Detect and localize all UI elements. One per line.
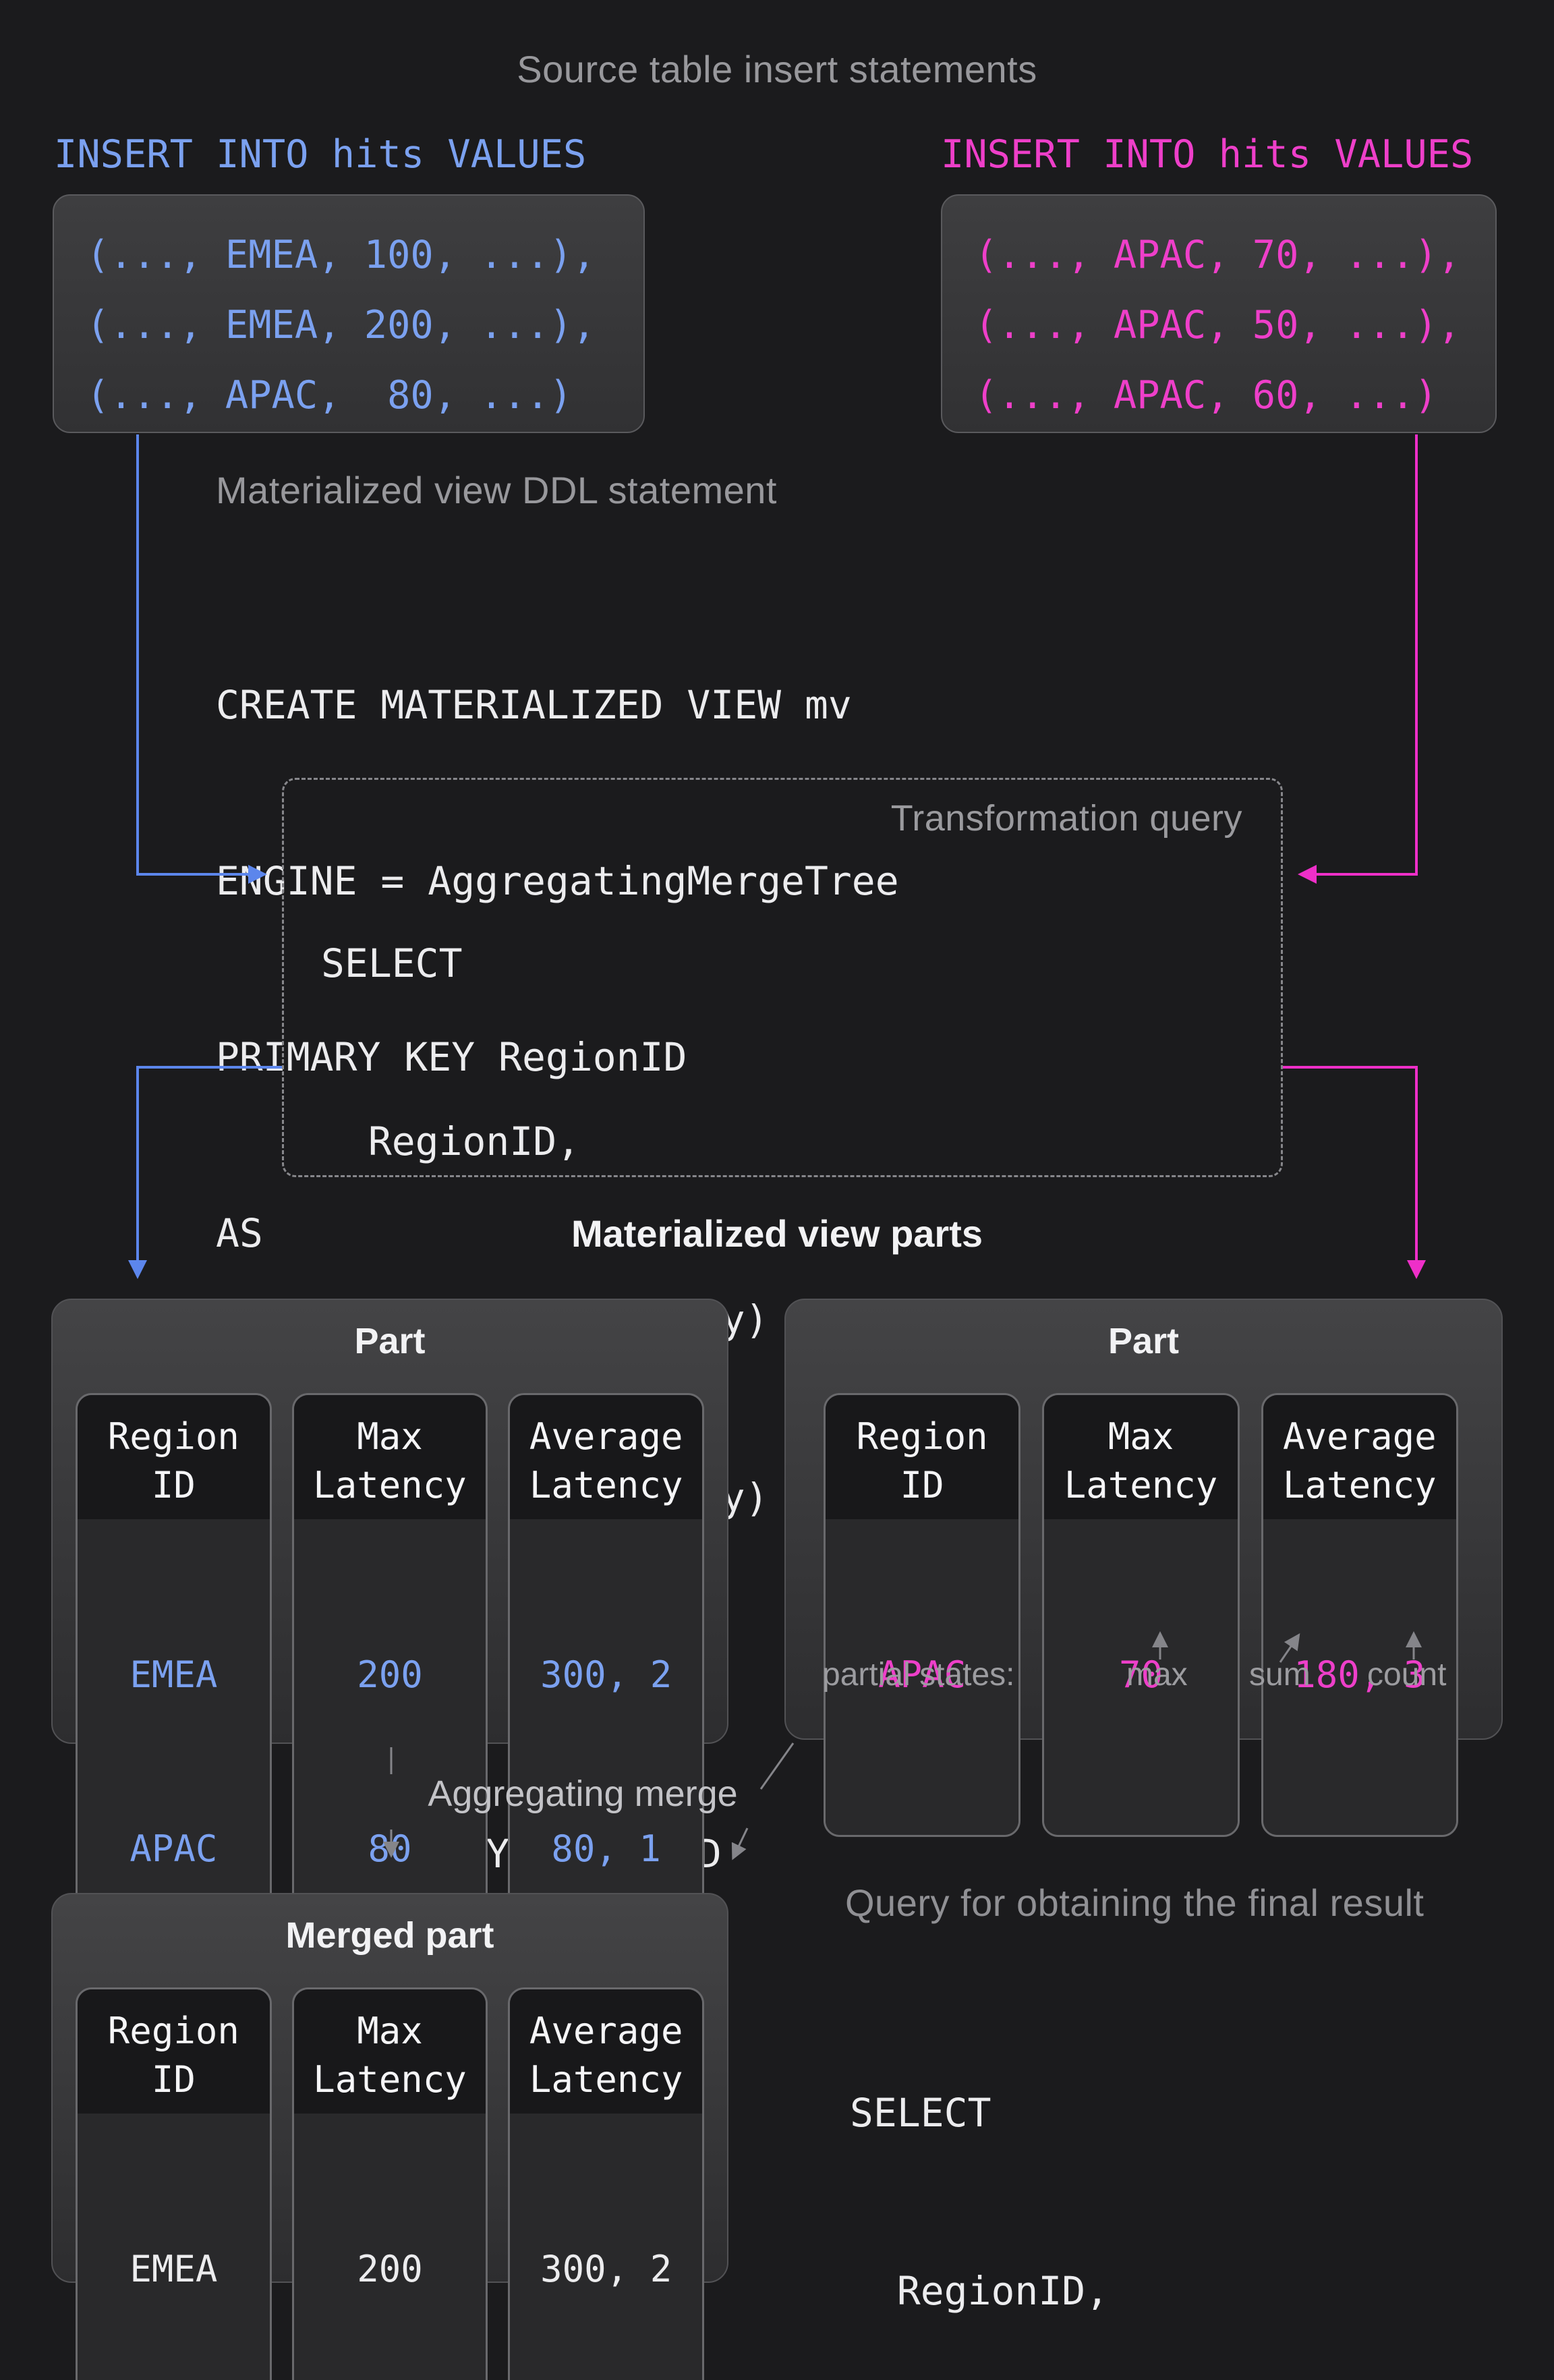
aggregating-merge-label: Aggregating merge <box>428 1774 738 1814</box>
code-line: SELECT <box>321 940 463 986</box>
transformation-query-label: Transformation query <box>890 798 1242 839</box>
cell: 200 <box>357 2248 423 2290</box>
column-header: Max Latency <box>293 1395 486 1519</box>
code-line: (..., EMEA, 100, ...), <box>86 233 596 277</box>
cell: 80 <box>368 1828 412 1870</box>
column-average-latency: Average Latency 300, 2 260, 4 <box>508 1987 705 2380</box>
column-header: Average Latency <box>1263 1395 1456 1519</box>
column-max-latency: Max Latency 200 80 <box>291 1987 488 2380</box>
arrow-query-to-part-right <box>1283 1066 1426 1279</box>
column-header: Max Latency <box>1044 1395 1238 1519</box>
column-values: EMEA APAC <box>78 2114 270 2380</box>
column-values: 180, 3 <box>1263 1519 1456 1835</box>
arrow-insert-right-to-query <box>1298 434 1418 884</box>
column-region-id: Region ID EMEA APAC <box>76 1987 272 2380</box>
column-values: 300, 2 260, 4 <box>510 2114 703 2380</box>
part-title: Merged part <box>285 1915 494 1956</box>
column-values: APAC <box>826 1519 1019 1835</box>
column-header: Region ID <box>78 1395 270 1519</box>
partial-state-sum: sum <box>1249 1657 1311 1693</box>
cell: 300, 2 <box>540 2248 672 2290</box>
section-title-parts: Materialized view parts <box>571 1212 983 1255</box>
cell: 70 <box>1118 1653 1163 1696</box>
part-box-left: Part Region ID EMEA APAC Max Latency 200… <box>51 1299 728 2011</box>
cell: EMEA <box>130 1653 218 1696</box>
cell: 300, 2 <box>540 1653 672 1696</box>
part-title: Part <box>354 1321 426 1361</box>
part-columns: Region ID EMEA APAC Max Latency 200 80 A… <box>53 1987 727 2380</box>
cell: 200 <box>357 1653 423 1696</box>
code-line: (..., APAC, 60, ...) <box>975 373 1438 418</box>
column-header: Region ID <box>826 1395 1019 1519</box>
merged-part-box: Merged part Region ID EMEA APAC Max Late… <box>51 1893 728 2380</box>
code-line: (..., APAC, 80, ...) <box>86 373 573 418</box>
code-line: RegionID, <box>850 2268 1110 2314</box>
code-line: (..., APAC, 50, ...), <box>975 303 1461 347</box>
code-line: (..., APAC, 70, ...), <box>975 233 1461 277</box>
transformation-query-box: Transformation query SELECT RegionID, ma… <box>282 778 1283 1877</box>
column-header: Max Latency <box>293 1989 486 2114</box>
column-max-latency: Max Latency 70 <box>1042 1393 1240 1837</box>
column-header: Region ID <box>78 1989 270 2114</box>
insert-right-label: INSERT INTO hits VALUES <box>941 132 1474 177</box>
code-line: (..., EMEA, 200, ...), <box>86 303 596 347</box>
cell: APAC <box>130 1828 218 1870</box>
column-header: Average Latency <box>510 1989 703 2114</box>
cell: APAC <box>878 1653 967 1696</box>
partial-state-max: max <box>1126 1657 1188 1693</box>
insert-left-label: INSERT INTO hits VALUES <box>54 132 587 177</box>
partial-state-count: count <box>1367 1657 1447 1693</box>
cell: 180, 3 <box>1294 1653 1426 1696</box>
column-values: 200 80 <box>293 2114 486 2380</box>
column-average-latency: Average Latency 180, 3 <box>1261 1393 1458 1837</box>
part-title: Part <box>1107 1321 1180 1361</box>
cell: EMEA <box>130 2248 218 2290</box>
partial-states-label: partial states: <box>822 1657 1015 1693</box>
code-line: CREATE MATERIALIZED VIEW mv <box>216 682 852 728</box>
code-line: ENGINE = AggregatingMergeTree <box>216 858 899 904</box>
section-title-source-inserts: Source table insert statements <box>517 48 1037 90</box>
cell: 80, 1 <box>551 1828 661 1870</box>
insert-left-panel: (..., EMEA, 100, ...), (..., EMEA, 200, … <box>53 194 645 433</box>
column-header: Average Latency <box>510 1395 703 1519</box>
section-title-ddl: Materialized view DDL statement <box>216 469 777 511</box>
part-box-right: Part Region ID APAC Max Latency 70 Avera… <box>784 1299 1503 1837</box>
code-line: RegionID, <box>321 1118 581 1164</box>
column-values: 70 <box>1044 1519 1238 1835</box>
code-line: SELECT <box>850 2090 991 2136</box>
column-region-id: Region ID APAC <box>824 1393 1021 1837</box>
insert-right-panel: (..., APAC, 70, ...), (..., APAC, 50, ..… <box>941 194 1497 433</box>
part-columns: Region ID APAC Max Latency 70 Average La… <box>786 1393 1501 1837</box>
section-title-final-query: Query for obtaining the final result <box>845 1881 1424 1924</box>
